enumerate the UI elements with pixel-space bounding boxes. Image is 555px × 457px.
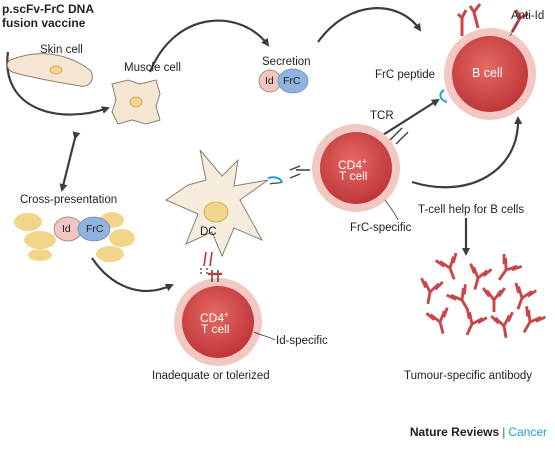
tcr-label: TCR [370,110,394,122]
t-cell-frc-specific [289,124,409,212]
b-cell [439,3,536,120]
secretion-id-label: Id [265,75,274,87]
t-cell-frc-label: T cell [339,169,368,183]
antibody-glyph [482,287,506,313]
arrow-secretion-to-bcell [317,7,422,43]
cd4-sup: + [362,157,367,166]
frc-specific-label: FrC-specific [350,222,412,234]
t-cell-id-cd4-label: CD4+ [200,308,229,325]
cross-presentation-bodies [14,212,135,262]
t-cell-id-specific [174,270,262,366]
arrow-cross-to-dc [91,257,174,293]
tumour-antibody-label: Tumour-specific antibody [404,370,533,382]
dc-label: DC [200,226,217,238]
id-specific-label: Id-specific [276,335,328,347]
arrow-muscle-crosspresentation [59,131,81,192]
t-cell-frc-cd4-label: CD4+ [338,155,367,172]
secretion-label: Secretion [262,56,311,68]
arrow-tcell-help-to-bcell [411,116,523,189]
antibody-glyph [434,252,458,280]
arrow-muscle-to-secretion [148,19,270,73]
cross-id-label: Id [62,223,71,235]
vaccine-title-line2: fusion vaccine [2,16,86,30]
antibody-glyph [522,306,546,334]
secretion-frc-label: FrC [283,75,301,87]
cd4-text: CD4 [338,158,363,172]
antibody-glyph [465,308,488,336]
cross-frc-label: FrC [86,223,104,235]
footer-credit: Nature Reviews|Cancer [410,425,547,439]
antibody-glyph [469,263,493,290]
frc-peptide-label: FrC peptide [375,69,436,81]
arrow-vaccine-to-muscle [6,51,110,116]
skin-cell [6,53,93,87]
footer-section: Cancer [508,425,547,439]
vaccine-title-line1: p.scFv-FrC DNA [2,2,95,16]
frc-specific-connector [384,199,399,221]
footer-separator: | [502,425,506,439]
arrow-tcell-to-bcell-up [374,98,440,141]
dendritic-cell [164,149,283,276]
muscle-cell [111,79,161,125]
antibody-glyph [497,253,523,281]
inadequate-label: Inadequate or tolerized [152,370,270,382]
antibody-cluster [420,252,546,339]
cd4-text-2: CD4 [200,311,225,325]
t-cell-id-label: T cell [201,322,230,336]
anti-id-label: Anti-Id [511,10,545,22]
id-specific-connector [253,331,276,341]
cross-presentation-label: Cross-presentation [20,194,118,206]
antibody-glyph [446,284,470,312]
secretion-fusion-protein [258,68,309,94]
footer-journal: Nature Reviews [409,425,500,439]
antibody-glyph [490,311,514,339]
vaccine-title: p.scFv-FrC DNA fusion vaccine [2,2,94,30]
antibody-glyph [425,307,449,334]
t-cell-help-label: T-cell help for B cells [418,204,525,216]
muscle-cell-label: Muscle cell [124,62,181,74]
antibody-glyph [420,277,444,305]
skin-cell-label: Skin cell [40,44,83,56]
cd4-sup-2: + [224,310,229,319]
anti-id-connector [509,21,519,37]
antibody-glyph [514,282,538,310]
b-cell-label: B cell [472,66,503,80]
